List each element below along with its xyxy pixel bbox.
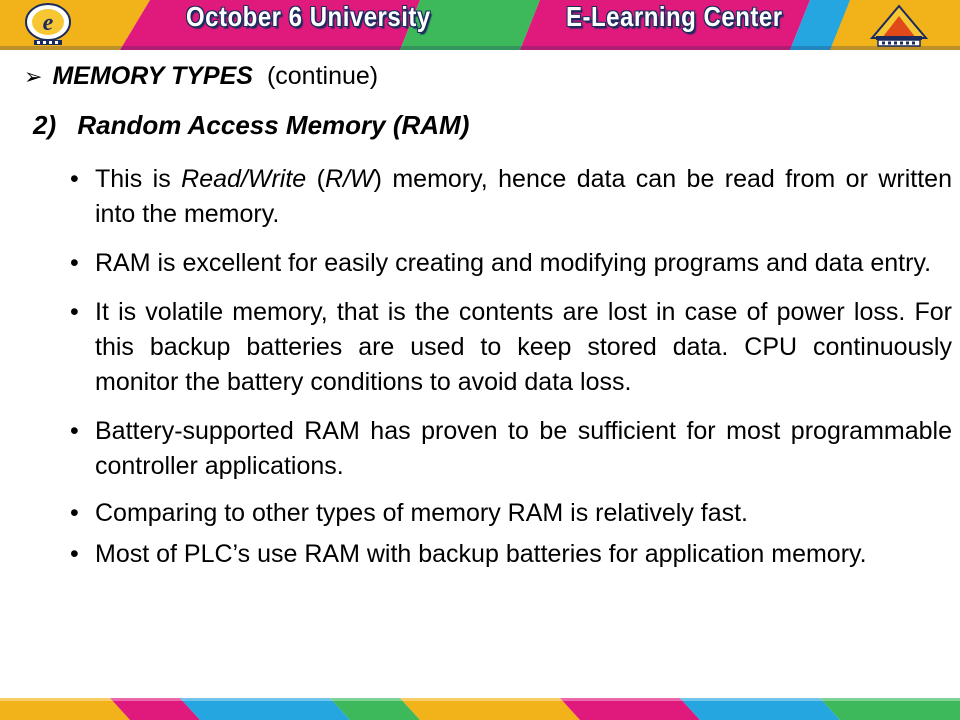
bullet-text: RAM is excellent for easily creating and… <box>95 249 932 277</box>
bottom-stripe-gold-2 <box>400 698 580 720</box>
bullet-dot: • <box>70 499 79 527</box>
bottom-stripe-blue-2 <box>680 698 840 720</box>
bullet-text: This is <box>95 165 182 193</box>
university-logo-icon <box>868 2 930 50</box>
bottom-stripe-pink <box>110 698 200 720</box>
bullet-text: It is volatile memory, that is the conte… <box>95 298 952 396</box>
banner-stripe-pink <box>120 0 420 50</box>
bottom-banner <box>0 698 960 720</box>
bottom-stripe-shade <box>0 698 960 701</box>
bullet-item: • Most of PLC’s use RAM with backup batte… <box>70 537 952 572</box>
e-learning-logo-icon: e <box>22 2 74 50</box>
subsection-heading: 2) Random Access Memory (RAM) <box>33 110 469 141</box>
bottom-stripe-pink-2 <box>560 698 700 720</box>
bullet-item: • Battery-supported RAM has proven to be … <box>70 414 952 484</box>
subsection-number: 2) <box>33 110 57 140</box>
banner-stripes <box>0 0 960 50</box>
bullet-dot: • <box>70 540 79 568</box>
banner-stripe-pink-2 <box>520 0 810 50</box>
section-heading: ➢ MEMORY TYPES (continue) <box>24 62 378 91</box>
banner-stripe-green <box>400 0 540 50</box>
bullet-text: Battery-supported RAM has proven to be s… <box>95 417 952 480</box>
bullet-dot: • <box>70 298 79 326</box>
bullet-text: ) memory, hence data can be read from or… <box>95 165 952 228</box>
bullet-item: • This is Read/Write (R/W) memory, hence … <box>70 162 952 232</box>
banner-shadow <box>0 46 960 50</box>
bottom-stripe-green-2 <box>820 698 960 720</box>
bullet-dot: • <box>70 249 79 277</box>
bullet-item: • RAM is excellent for easily creating an… <box>70 246 952 281</box>
bullet-item: • Comparing to other types of memory RAM … <box>70 496 952 531</box>
arrow-bullet-icon: ➢ <box>24 63 43 89</box>
bullet-dot: • <box>70 417 79 445</box>
svg-text:e: e <box>43 10 54 36</box>
heading-title: MEMORY TYPES <box>52 62 253 90</box>
top-banner: e October 6 University E-Learning Center <box>0 0 960 50</box>
university-title: October 6 University <box>186 1 431 33</box>
bullet-dot: • <box>70 165 79 193</box>
subsection-title: Random Access Memory (RAM) <box>77 110 470 140</box>
elearning-center-title: E-Learning Center <box>566 1 783 33</box>
bullet-text: ( <box>306 165 325 193</box>
bullet-list: • This is Read/Write (R/W) memory, hence … <box>70 162 952 586</box>
bottom-stripe-green <box>330 698 420 720</box>
bullet-text: Most of PLC’s use RAM with backup batter… <box>95 540 867 568</box>
bullet-item: • It is volatile memory, that is the cont… <box>70 295 952 400</box>
heading-suffix: (continue) <box>266 62 379 90</box>
bottom-stripe-gold <box>0 698 130 720</box>
bullet-text: Comparing to other types of memory RAM i… <box>95 499 749 527</box>
bullet-text: R/W <box>324 165 374 193</box>
bottom-stripe-blue <box>180 698 350 720</box>
bullet-text: Read/Write <box>181 165 307 193</box>
